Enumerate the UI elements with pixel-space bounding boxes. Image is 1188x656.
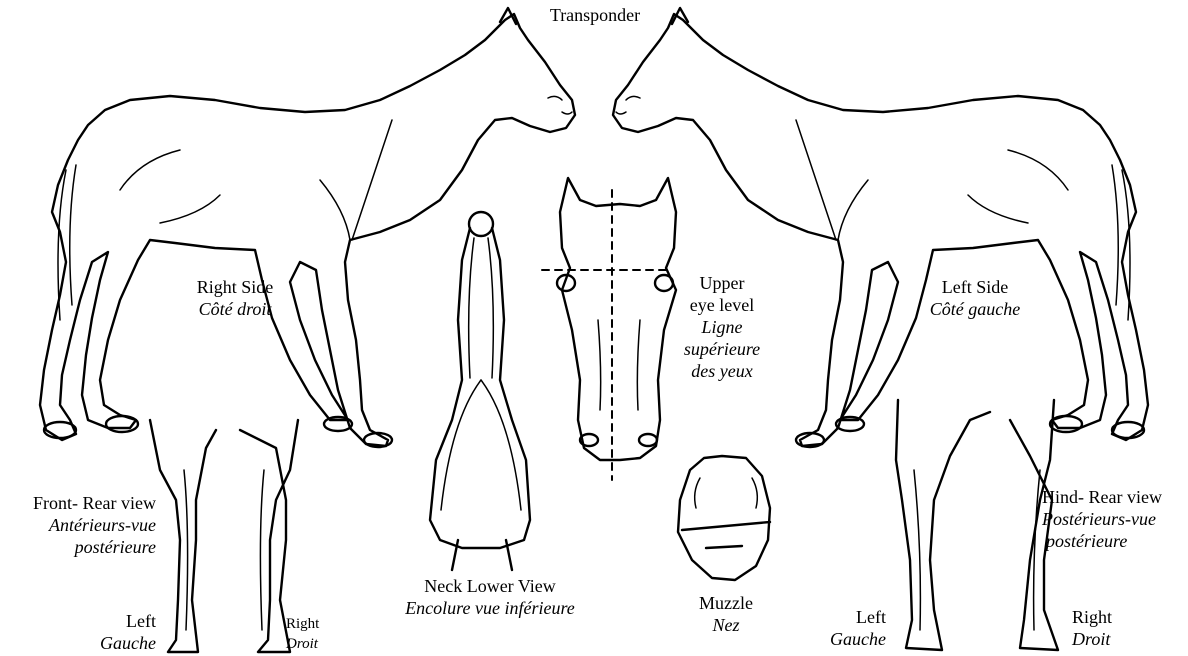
right-side-label: Right Side Côté droit: [140, 276, 330, 320]
front-rear-view-label: Front- Rear view Antérieurs-vue postérie…: [0, 492, 156, 558]
left-side-label-en: Left Side: [880, 276, 1070, 298]
upper-eye-level-label: Upper eye level Ligne supérieure des yeu…: [672, 272, 772, 382]
front-right-label: Right Droit: [286, 614, 346, 654]
front-right-fr: Droit: [286, 634, 346, 654]
right-side-horse-outline: [40, 8, 575, 447]
left-side-label: Left Side Côté gauche: [880, 276, 1070, 320]
hind-right-fr: Droit: [1072, 628, 1152, 650]
hind-rear-view-label: Hind- Rear view Postérieurs-vue postérie…: [1042, 486, 1188, 552]
upper-eye-level-fr-2: supérieure: [672, 338, 772, 360]
muzzle-outline: [678, 456, 770, 580]
hind-rear-view-en: Hind- Rear view: [1042, 486, 1188, 508]
muzzle-en: Muzzle: [676, 592, 776, 614]
front-rear-view-en: Front- Rear view: [0, 492, 156, 514]
head-front-view-outline: [542, 178, 676, 480]
front-rear-view-fr-1: Antérieurs-vue: [0, 514, 156, 536]
neck-lower-view-fr: Encolure vue inférieure: [370, 597, 610, 619]
upper-eye-level-fr-3: des yeux: [672, 360, 772, 382]
hind-left-label: Left Gauche: [800, 606, 886, 650]
front-left-label: Left Gauche: [80, 610, 156, 654]
upper-eye-level-en-2: eye level: [672, 294, 772, 316]
neck-lower-view-outline: [430, 212, 530, 570]
hind-right-label: Right Droit: [1072, 606, 1152, 650]
front-rear-view-fr-2: postérieure: [0, 536, 156, 558]
neck-lower-view-en: Neck Lower View: [370, 575, 610, 597]
front-left-en: Left: [80, 610, 156, 632]
front-right-en: Right: [286, 614, 346, 634]
muzzle-label: Muzzle Nez: [676, 592, 776, 636]
hind-rear-view-outline: [896, 400, 1058, 650]
hind-rear-view-fr-2: postérieure: [1042, 530, 1188, 552]
front-left-fr: Gauche: [80, 632, 156, 654]
front-rear-view-outline: [150, 420, 298, 652]
right-side-label-fr: Côté droit: [140, 298, 330, 320]
transponder-label: Transponder: [540, 4, 650, 26]
hind-rear-view-fr-1: Postérieurs-vue: [1042, 508, 1188, 530]
upper-eye-level-en-1: Upper: [672, 272, 772, 294]
left-side-label-fr: Côté gauche: [880, 298, 1070, 320]
hind-right-en: Right: [1072, 606, 1152, 628]
right-side-label-en: Right Side: [140, 276, 330, 298]
upper-eye-level-fr-1: Ligne: [672, 316, 772, 338]
neck-lower-view-label: Neck Lower View Encolure vue inférieure: [370, 575, 610, 619]
muzzle-fr: Nez: [676, 614, 776, 636]
hind-left-fr: Gauche: [800, 628, 886, 650]
hind-left-en: Left: [800, 606, 886, 628]
